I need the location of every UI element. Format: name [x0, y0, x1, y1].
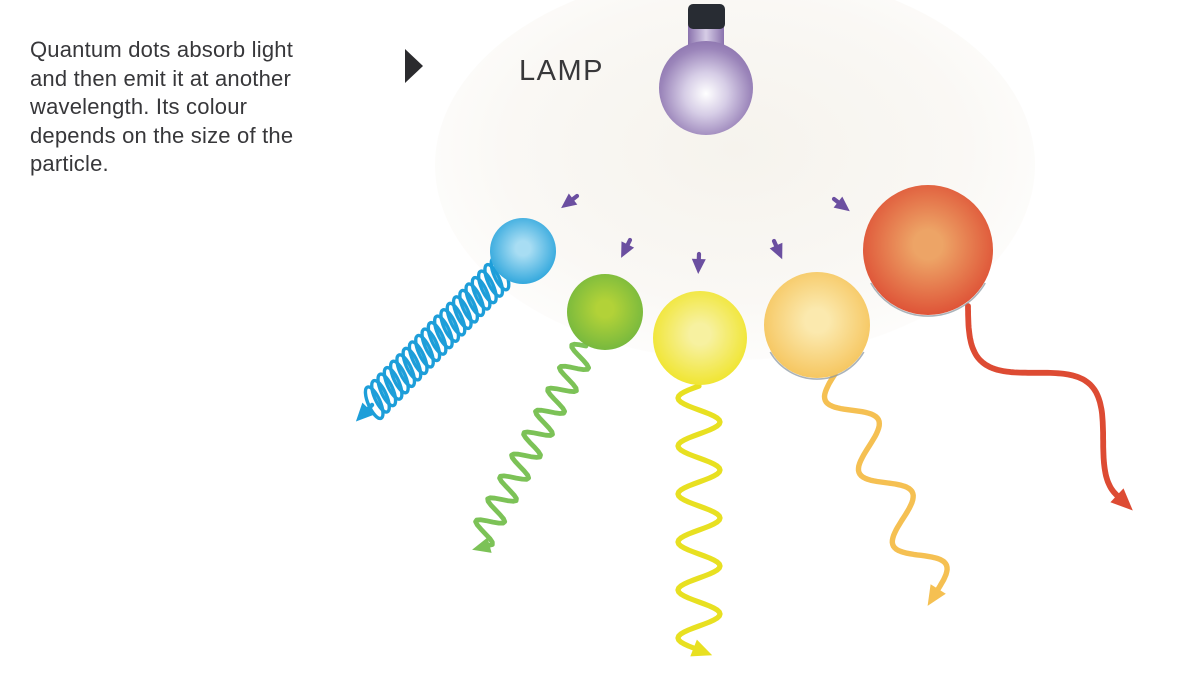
- coil-loop: [451, 295, 473, 331]
- quantum-dot-blue: [490, 218, 556, 284]
- dot-sphere: [764, 272, 870, 378]
- arrowhead-icon: [355, 402, 375, 422]
- coil-loop: [439, 308, 461, 343]
- coil-loop: [395, 353, 417, 389]
- absorption-arrow: [769, 238, 783, 260]
- coil-loop: [426, 320, 448, 356]
- emission-wave-red: [965, 303, 1133, 511]
- arrowhead-icon: [621, 241, 635, 258]
- dot-sphere: [653, 291, 747, 385]
- arrowhead-icon: [1110, 488, 1133, 511]
- coil-loop: [432, 314, 454, 350]
- arrowhead-icon: [561, 193, 578, 209]
- absorption-arrow: [561, 193, 580, 209]
- absorption-arrows: [561, 193, 850, 274]
- quantum-dot-green: [567, 274, 643, 350]
- coil-loop: [376, 372, 398, 408]
- pointer-triangle-icon: [405, 49, 423, 83]
- coil-loop: [470, 275, 492, 311]
- caption-line: particle.: [30, 151, 109, 176]
- coil-loop: [420, 327, 442, 363]
- arrowhead-icon: [769, 242, 783, 260]
- coil-loop: [370, 378, 391, 414]
- wave-path: [675, 383, 723, 651]
- arrowhead-icon: [927, 584, 946, 606]
- coil-loop: [464, 282, 486, 318]
- arrow-stem: [831, 196, 841, 205]
- arrowhead-icon: [833, 196, 850, 212]
- emission-wave-blue: [355, 256, 511, 422]
- coil-loop: [401, 346, 423, 382]
- absorption-arrow: [831, 196, 850, 212]
- emission-wave-orange: [821, 371, 950, 606]
- caption-line: and then emit it at another: [30, 65, 292, 91]
- emission-wave-green: [472, 341, 591, 553]
- caption-line: depends on the size of the: [30, 122, 294, 148]
- dot-shadow-arc: [870, 282, 986, 317]
- caption-line: wavelength. Its colour: [30, 94, 248, 119]
- coil-loop: [382, 365, 404, 401]
- coil-loop: [483, 262, 505, 298]
- dot-sphere: [490, 218, 556, 284]
- quantum-dot-yellow: [653, 291, 747, 385]
- quantum-dot-orange: [764, 272, 870, 380]
- coil-loop: [414, 333, 435, 369]
- coil-loop: [388, 359, 410, 395]
- wave-path: [473, 341, 591, 548]
- lamp-bulb: [659, 4, 753, 135]
- coil-loop: [407, 340, 429, 376]
- caption: Quantum dots absorb light and then emit …: [30, 36, 293, 179]
- coil-loop: [363, 385, 385, 421]
- emission-wave-yellow: [675, 383, 723, 657]
- arrow-stem: [625, 237, 633, 248]
- absorption-arrow: [691, 251, 706, 274]
- lamp-label: LAMP: [519, 55, 604, 87]
- arrowhead-icon: [472, 537, 492, 553]
- dot-sphere: [567, 274, 643, 350]
- coil-loop: [445, 301, 467, 337]
- lamp-glass: [659, 41, 753, 135]
- wave-path: [821, 371, 950, 592]
- caption-line: Quantum dots absorb light: [30, 37, 294, 62]
- dot-shadow-arc: [769, 351, 865, 380]
- arrowhead-icon: [691, 258, 706, 274]
- coil-loop: [458, 288, 480, 324]
- dot-sphere: [863, 185, 993, 315]
- absorption-arrow: [621, 237, 635, 258]
- lamp-cap: [688, 4, 725, 29]
- wave-path: [965, 303, 1120, 499]
- quantum-dot-red: [863, 185, 993, 317]
- arrowhead-icon: [690, 639, 713, 657]
- coil-loop: [476, 269, 498, 305]
